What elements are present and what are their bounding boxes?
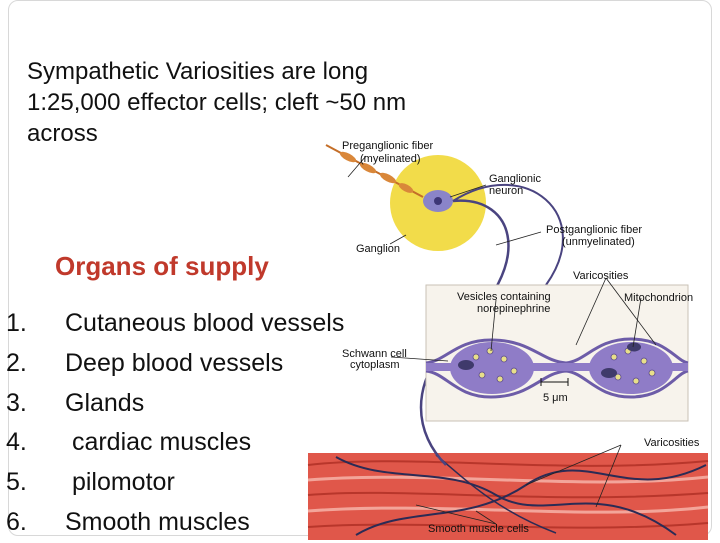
axon-branch: [452, 183, 564, 286]
label-varicosities-top: Varicosities: [573, 270, 629, 282]
list-text: pilomotor: [65, 468, 175, 497]
varicosity-inset: [425, 284, 689, 422]
myelin-segment: [379, 172, 397, 184]
list-item: 4. cardiac muscles: [6, 423, 344, 463]
list-text: Deep blood vessels: [65, 348, 284, 377]
label-scale: 5 μm: [543, 392, 568, 404]
section-heading: Organs of supply: [55, 251, 269, 281]
myelin-segment: [359, 162, 377, 174]
axon-branch: [335, 456, 677, 536]
label-ganglionic: Ganglionic: [489, 173, 541, 185]
label-schwann-2: cytoplasm: [350, 359, 400, 371]
list-text: cardiac muscles: [65, 428, 252, 457]
muscle-fiber: [307, 491, 709, 499]
varicosity: [450, 342, 534, 394]
muscle-fiber: [307, 460, 709, 467]
label-varicosities-bottom: Varicosities: [644, 437, 700, 449]
mitochondrion: [458, 360, 474, 370]
list-number: 1.: [6, 309, 27, 337]
list-number: 6.: [6, 507, 27, 536]
list-number: 5.: [6, 468, 27, 497]
myelin-segment: [339, 151, 357, 163]
label-ganglionic-2: neuron: [489, 185, 523, 197]
list-item: 3. Glands: [6, 384, 344, 424]
mitochondrion: [601, 368, 617, 378]
muscle-fiber: [307, 475, 709, 484]
neuron-nucleus: [434, 197, 442, 205]
varicosity: [589, 342, 673, 394]
preganglionic-fiber: [325, 144, 424, 198]
label-smooth-muscle: Smooth muscle cells: [428, 523, 529, 535]
list-text: Cutaneous blood vessels: [65, 309, 345, 337]
label-vesicles-2: norepinephrine: [477, 303, 550, 315]
label-preganglionic-note: (myelinated): [360, 153, 421, 165]
sympathetic-neuron-diagram: Preganglionic fiber (myelinated) Ganglio…: [307, 140, 709, 540]
list-number: 2.: [6, 348, 27, 377]
list-text: Smooth muscles: [65, 507, 250, 536]
leader-lines: [347, 155, 657, 525]
label-postganglionic: Postganglionic fiber: [546, 224, 642, 236]
list-number: 3.: [6, 388, 27, 417]
label-preganglionic: Preganglionic fiber: [342, 140, 433, 152]
list-item: 1. Cutaneous blood vessels: [6, 304, 344, 344]
organ-list: 1. Cutaneous blood vessels 2. Deep blood v…: [6, 304, 344, 543]
muscle-fiber: [307, 522, 709, 529]
slide-title: Sympathetic Variosities are long 1:25,00…: [27, 58, 407, 147]
list-item: 6. Smooth muscles: [6, 503, 344, 543]
muscle-fiber: [307, 505, 709, 514]
label-postganglionic-note: (unmyelinated): [562, 236, 635, 248]
label-schwann: Schwann cell: [342, 348, 407, 360]
ganglion: [390, 155, 486, 251]
label-mitochondrion: Mitochondrion: [624, 292, 693, 304]
list-item: 5. pilomotor: [6, 463, 344, 503]
list-number: 4.: [6, 428, 27, 457]
label-ganglion: Ganglion: [356, 243, 400, 255]
list-item: 2. Deep blood vessels: [6, 344, 344, 384]
list-text: Glands: [65, 388, 145, 417]
myelin-segment: [398, 183, 414, 193]
label-vesicles: Vesicles containing: [457, 291, 551, 303]
mitochondrion: [627, 342, 641, 352]
